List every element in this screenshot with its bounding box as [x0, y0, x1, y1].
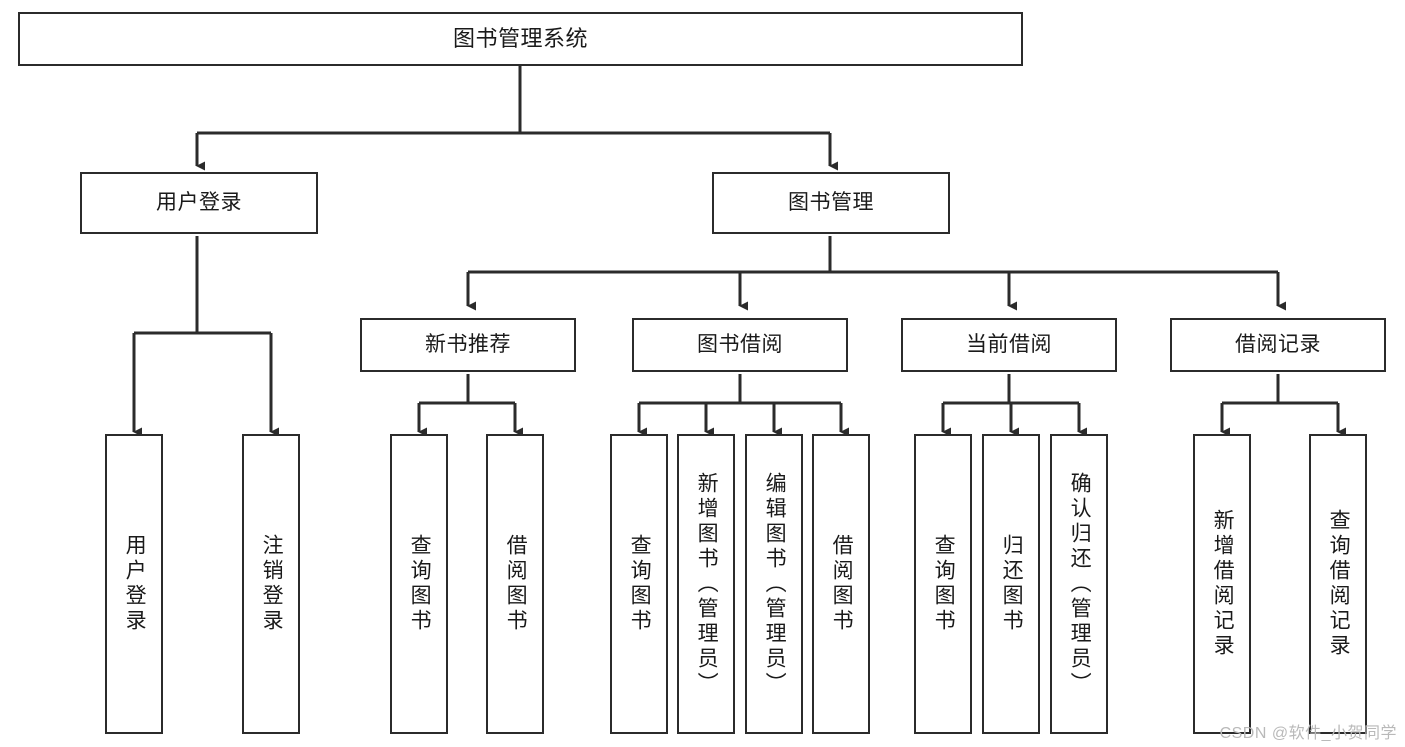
node-label: 用户登录	[123, 534, 147, 634]
node-label: 借阅图书	[830, 534, 854, 634]
leaf-borrow-book-rec[interactable]: 借阅图书	[486, 434, 544, 734]
leaf-query-book-current[interactable]: 查询图书	[914, 434, 972, 734]
node-label: 注销登录	[260, 534, 284, 634]
node-label: 借阅记录	[1235, 333, 1321, 357]
leaf-user-login[interactable]: 用户登录	[105, 434, 163, 734]
node-book-management[interactable]: 图书管理	[712, 172, 950, 234]
node-borrow-record[interactable]: 借阅记录	[1170, 318, 1386, 372]
leaf-add-borrow-record[interactable]: 新增借阅记录	[1193, 434, 1251, 734]
node-label: 用户登录	[156, 191, 242, 215]
node-label: 新增图书（管理员）	[695, 471, 719, 697]
node-label: 图书管理系统	[452, 25, 588, 51]
leaf-return-book[interactable]: 归还图书	[982, 434, 1040, 734]
leaf-query-book-borrow[interactable]: 查询图书	[610, 434, 668, 734]
node-label: 新增借阅记录	[1211, 509, 1235, 659]
node-user-login[interactable]: 用户登录	[80, 172, 318, 234]
leaf-edit-book-admin[interactable]: 编辑图书（管理员）	[745, 434, 803, 734]
node-label: 新书推荐	[425, 333, 511, 357]
node-label: 查询图书	[932, 534, 956, 634]
node-label: 图书借阅	[697, 333, 783, 357]
leaf-add-book-admin[interactable]: 新增图书（管理员）	[677, 434, 735, 734]
node-label: 查询借阅记录	[1327, 509, 1351, 659]
leaf-query-book-rec[interactable]: 查询图书	[390, 434, 448, 734]
leaf-confirm-return-admin[interactable]: 确认归还（管理员）	[1050, 434, 1108, 734]
node-label: 当前借阅	[966, 333, 1052, 357]
csdn-watermark: CSDN @软件_小贺同学	[1219, 725, 1397, 742]
node-label: 查询图书	[408, 534, 432, 634]
node-current-borrow[interactable]: 当前借阅	[901, 318, 1117, 372]
leaf-query-borrow-record[interactable]: 查询借阅记录	[1309, 434, 1367, 734]
node-label: 编辑图书（管理员）	[763, 471, 787, 697]
node-label: 确认归还（管理员）	[1068, 471, 1092, 697]
node-root-book-management-system[interactable]: 图书管理系统	[18, 12, 1023, 66]
node-label: 借阅图书	[504, 534, 528, 634]
leaf-borrow-book[interactable]: 借阅图书	[812, 434, 870, 734]
node-label: 归还图书	[1000, 534, 1024, 634]
node-new-book-recommend[interactable]: 新书推荐	[360, 318, 576, 372]
node-label: 图书管理	[788, 191, 874, 215]
node-book-borrow[interactable]: 图书借阅	[632, 318, 848, 372]
leaf-logout-login[interactable]: 注销登录	[242, 434, 300, 734]
node-label: 查询图书	[628, 534, 652, 634]
